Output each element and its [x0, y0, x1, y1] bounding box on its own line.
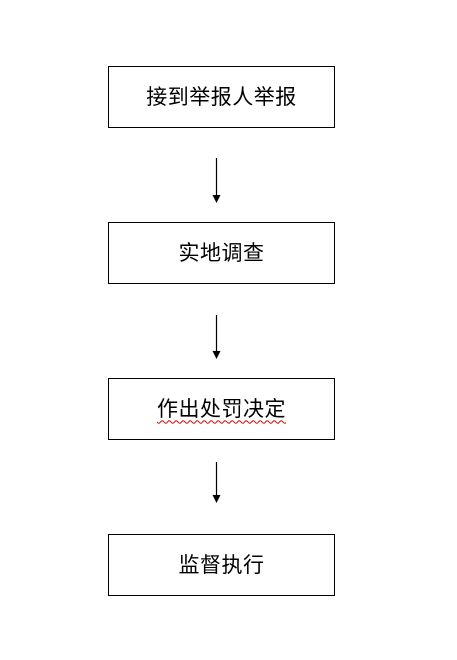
- step-3-label: 作出处罚决定: [157, 396, 286, 421]
- step-4-box: 监督执行: [108, 534, 335, 596]
- step-3-box: 作出处罚决定: [108, 378, 335, 440]
- step-2-label: 实地调查: [178, 240, 265, 265]
- step-1-label: 接到举报人举报: [146, 84, 297, 109]
- down-arrow-icon: [212, 158, 221, 203]
- down-arrow-icon: [212, 315, 221, 359]
- down-arrow-icon: [212, 462, 221, 503]
- step-2-box: 实地调查: [108, 222, 335, 284]
- step-4-label: 监督执行: [178, 552, 265, 577]
- step-1-box: 接到举报人举报: [108, 66, 335, 128]
